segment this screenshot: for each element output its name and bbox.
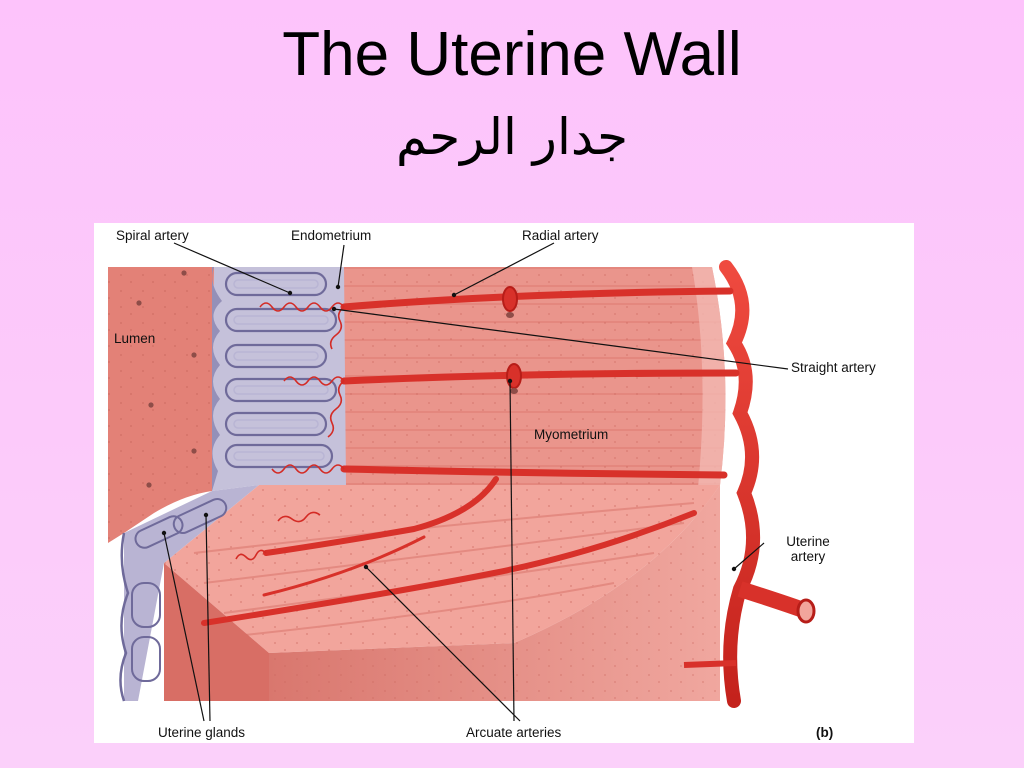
panel-letter: (b)	[816, 725, 834, 740]
lumen-region	[108, 267, 214, 543]
label-uterine-artery-line1: Uterine	[786, 534, 830, 549]
radial-artery-cut-ends	[502, 286, 522, 394]
label-endometrium: Endometrium	[291, 228, 372, 243]
label-lumen: Lumen	[114, 331, 156, 346]
slide-title: The Uterine Wall	[282, 20, 742, 89]
label-straight-artery: Straight artery	[791, 360, 876, 375]
label-spiral-artery: Spiral artery	[116, 228, 189, 243]
endometrium-lower	[119, 485, 259, 702]
label-myometrium: Myometrium	[534, 427, 609, 442]
leader-lines	[163, 242, 789, 722]
label-radial-artery: Radial artery	[522, 228, 599, 243]
label-uterine-glands: Uterine glands	[158, 725, 246, 740]
label-arcuate-arteries: Arcuate arteries	[466, 725, 562, 740]
wall-cross-section	[164, 485, 720, 701]
diagram-illustration	[108, 242, 816, 722]
radial-arteries	[201, 287, 740, 626]
spiral-arteries	[235, 302, 345, 561]
endometrium-layer	[212, 267, 346, 491]
uterine-wall-diagram: Spiral artery Endometrium Radial artery …	[94, 223, 914, 743]
uterine-artery-vessel	[683, 260, 816, 708]
label-uterine-artery-line2: artery	[790, 549, 826, 564]
leader-dots	[161, 284, 737, 572]
slide-subtitle-arabic: جدار الرحم	[396, 108, 628, 166]
